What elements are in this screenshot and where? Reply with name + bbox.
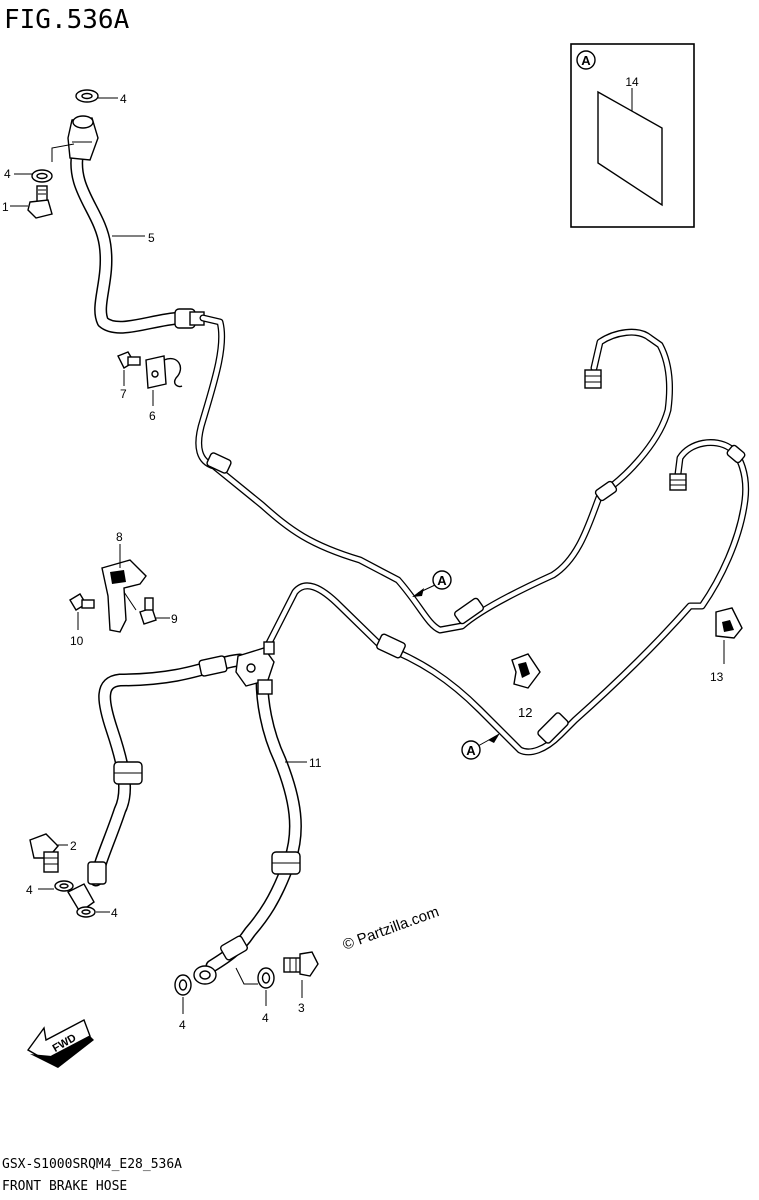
bolt-7 [117, 351, 141, 369]
inset-box: A 14 [570, 43, 695, 228]
grommet-12 [511, 653, 541, 689]
callout-4-top: 4 [120, 92, 127, 106]
figure-title: FIG.536A [4, 5, 130, 35]
callout-14: 14 [625, 75, 639, 89]
washer-bottom-b [257, 967, 275, 989]
joint-block [235, 641, 275, 695]
banjo-bolt-3 [283, 951, 319, 977]
connector-upper-label: A [437, 573, 447, 588]
hose-11 [193, 673, 302, 985]
clip-13 [715, 607, 743, 639]
hose-left-lower [67, 653, 247, 914]
callout-4-left: 4 [4, 167, 11, 181]
callout-3: 3 [298, 1001, 305, 1015]
connector-marker-upper: A [412, 570, 452, 597]
brake-pipe-upper [195, 314, 674, 634]
connector-marker-lower: A [461, 733, 500, 760]
footer-name: FRONT BRAKE HOSE [2, 1179, 127, 1194]
callout-4-lower-b: 4 [111, 906, 118, 920]
part-14-sheet [597, 90, 663, 207]
callout-9: 9 [171, 612, 178, 626]
callout-8: 8 [116, 530, 123, 544]
callout-5: 5 [148, 231, 155, 245]
callout-2: 2 [70, 839, 77, 853]
callout-4-bottom-a: 4 [179, 1018, 186, 1032]
washer-left [31, 169, 53, 183]
callout-4-bottom-b: 4 [262, 1011, 269, 1025]
callout-4-lower-a: 4 [26, 883, 33, 897]
connector-lower-label: A [466, 743, 476, 758]
watermark: © Partzilla.com [341, 903, 442, 954]
callout-1: 1 [2, 200, 9, 214]
callout-10: 10 [70, 634, 84, 648]
callout-7: 7 [120, 387, 127, 401]
bolt-10 [69, 593, 95, 611]
hose-5 [70, 143, 205, 334]
upper-banjo-fitting [67, 115, 99, 161]
banjo-bolt-2 [29, 833, 59, 873]
footer-code: GSX-S1000SRQM4_E28_536A [2, 1157, 182, 1172]
callout-11: 11 [309, 756, 322, 770]
callout-12: 12 [518, 705, 532, 720]
bracket-8 [101, 559, 147, 633]
callout-6: 6 [149, 409, 156, 423]
fwd-arrow: FWD [26, 1019, 94, 1068]
bolt-9 [139, 597, 157, 625]
washer-top [75, 89, 99, 103]
inset-marker-label: A [581, 53, 591, 68]
upper-banjo-bolt [27, 185, 53, 219]
callout-13: 13 [710, 670, 724, 684]
washer-lower-b [76, 906, 96, 918]
clamp-6 [145, 355, 183, 389]
washer-bottom-a [174, 974, 192, 996]
brake-pipe-12 [264, 439, 750, 756]
washer-lower-a [54, 880, 74, 892]
